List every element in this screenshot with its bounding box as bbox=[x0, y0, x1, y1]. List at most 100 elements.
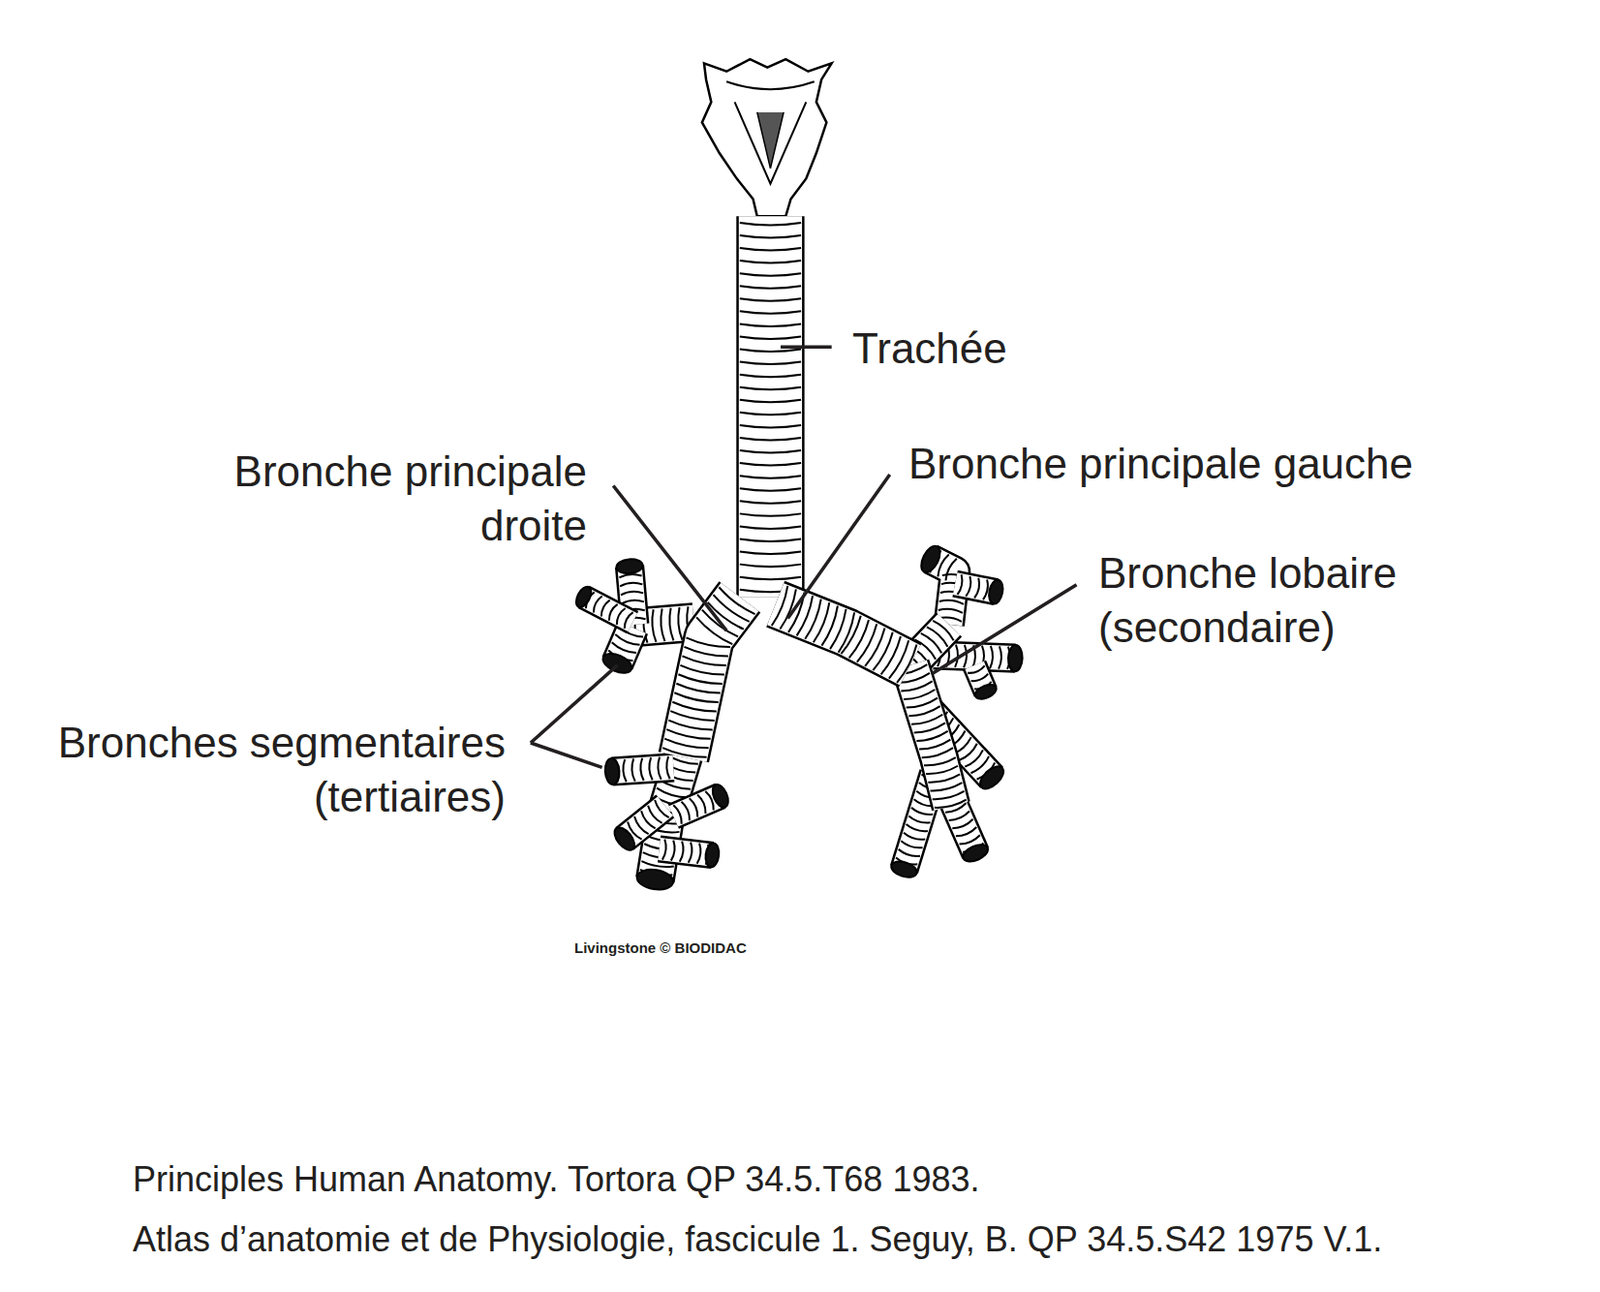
reference-note: Principles Human Anatomy. Tortora QP 34.… bbox=[132, 1158, 980, 1201]
part-label: Bronche principale gauche bbox=[908, 436, 1414, 492]
cartilage-ring bbox=[970, 756, 989, 773]
cartilage-ring bbox=[718, 586, 755, 615]
cartilage-ring bbox=[857, 623, 877, 662]
cartilage-ring bbox=[739, 247, 801, 251]
cartilage-ring bbox=[677, 674, 722, 684]
bronchus-opening bbox=[889, 859, 919, 881]
cartilage-ring bbox=[739, 475, 801, 479]
cartilage-ring bbox=[624, 612, 634, 629]
cartilage-ring bbox=[900, 840, 923, 848]
cartilage-ring bbox=[697, 795, 706, 814]
cartilage-ring bbox=[971, 674, 989, 682]
cartilage-ring bbox=[911, 807, 933, 815]
cartilage-ring bbox=[683, 646, 728, 657]
cartilage-ring bbox=[668, 720, 712, 731]
cartilage-ring bbox=[651, 609, 656, 643]
airway-fill bbox=[775, 604, 911, 666]
cartilage-ring bbox=[609, 604, 618, 621]
cartilage-ring bbox=[669, 608, 674, 642]
cartilage-ring bbox=[872, 632, 893, 671]
bronchus-opening bbox=[917, 543, 944, 576]
cartilage-ring bbox=[739, 336, 801, 339]
cartilage-ring bbox=[739, 462, 801, 466]
airway-outline bbox=[612, 767, 674, 771]
cartilage-ring bbox=[739, 310, 801, 314]
cartilage-ring bbox=[932, 791, 965, 800]
bronchus-opening bbox=[709, 782, 733, 811]
cartilage-ring bbox=[739, 525, 801, 529]
cartilage-ring bbox=[679, 665, 724, 676]
cartilage-ring bbox=[671, 840, 676, 862]
cartilage-ring bbox=[676, 683, 720, 694]
cartilage-ring bbox=[963, 645, 967, 668]
cartilage-ring bbox=[908, 815, 930, 823]
cartilage-ring bbox=[739, 500, 801, 504]
cartilage-ring bbox=[634, 816, 649, 834]
cartilage-ring bbox=[672, 702, 716, 712]
cartilage-ring bbox=[916, 731, 948, 741]
cartilage-ring bbox=[739, 362, 801, 366]
cartilage-ring bbox=[849, 619, 869, 658]
bronchus-opening bbox=[600, 649, 636, 677]
cartilage-ring bbox=[919, 739, 951, 750]
part-label: Bronche lobaire (secondaire) bbox=[1098, 546, 1467, 655]
airway-outline bbox=[910, 665, 952, 806]
cartilage-ring bbox=[648, 757, 652, 780]
leader-line bbox=[780, 344, 832, 349]
bronchus-opening bbox=[976, 762, 1008, 794]
cartilage-ring bbox=[965, 576, 971, 597]
cartilage-ring bbox=[681, 655, 726, 666]
cartilage-ring bbox=[641, 810, 656, 829]
cartilage-ring bbox=[739, 323, 801, 327]
cartilage-ring bbox=[657, 757, 661, 780]
bronchus-opening bbox=[973, 681, 999, 703]
cartilage-ring bbox=[739, 552, 801, 555]
cartilage-ring bbox=[739, 450, 801, 454]
cartilage-ring bbox=[640, 758, 644, 781]
airway-fill bbox=[612, 767, 674, 771]
bronchus-opening bbox=[604, 757, 620, 785]
leader-line bbox=[932, 584, 1077, 675]
cartilage-ring bbox=[666, 756, 670, 779]
part-label: Trachée bbox=[852, 321, 1008, 376]
cartilage-ring bbox=[673, 804, 681, 824]
cartilage-ring bbox=[864, 627, 885, 666]
cartilage-ring bbox=[620, 591, 644, 596]
cartilage-ring bbox=[739, 285, 801, 289]
cartilage-ring bbox=[889, 640, 909, 678]
airway-fill bbox=[584, 596, 634, 622]
cartilage-ring bbox=[989, 646, 993, 669]
cartilage-ring bbox=[956, 574, 962, 595]
cartilage-ring bbox=[921, 633, 942, 653]
cartilage-ring bbox=[612, 642, 637, 653]
cartilage-ring bbox=[593, 596, 603, 614]
cartilage-ring bbox=[927, 773, 960, 782]
cartilage-ring bbox=[615, 634, 640, 646]
cartilage-ring bbox=[739, 349, 801, 353]
cartilage-ring bbox=[622, 759, 626, 782]
cartilage-ring bbox=[739, 387, 801, 391]
bronchus-opening bbox=[986, 578, 1005, 605]
cartilage-ring bbox=[906, 824, 928, 831]
cartilage-ring bbox=[898, 849, 921, 857]
cartilage-ring bbox=[662, 747, 707, 758]
cartilage-ring bbox=[739, 577, 801, 581]
leader-line bbox=[530, 665, 618, 743]
cartilage-ring bbox=[739, 437, 801, 441]
cartilage-ring bbox=[938, 609, 963, 614]
cartilage-ring bbox=[934, 800, 967, 808]
airway-fill bbox=[683, 596, 740, 757]
cartilage-ring bbox=[688, 842, 693, 863]
part-label: Bronches segmentaires (tertiaires) bbox=[29, 715, 506, 825]
cartilage-ring bbox=[906, 698, 938, 708]
cartilage-ring bbox=[739, 513, 801, 517]
cartilage-ring bbox=[958, 743, 978, 761]
cartilage-ring bbox=[656, 788, 688, 799]
cartilage-ring bbox=[713, 594, 750, 622]
airway-outline bbox=[736, 215, 804, 597]
cartilage-ring bbox=[739, 538, 801, 542]
cartilage-ring bbox=[619, 583, 643, 587]
airway-outline bbox=[584, 596, 634, 622]
cartilage-ring bbox=[930, 782, 963, 791]
